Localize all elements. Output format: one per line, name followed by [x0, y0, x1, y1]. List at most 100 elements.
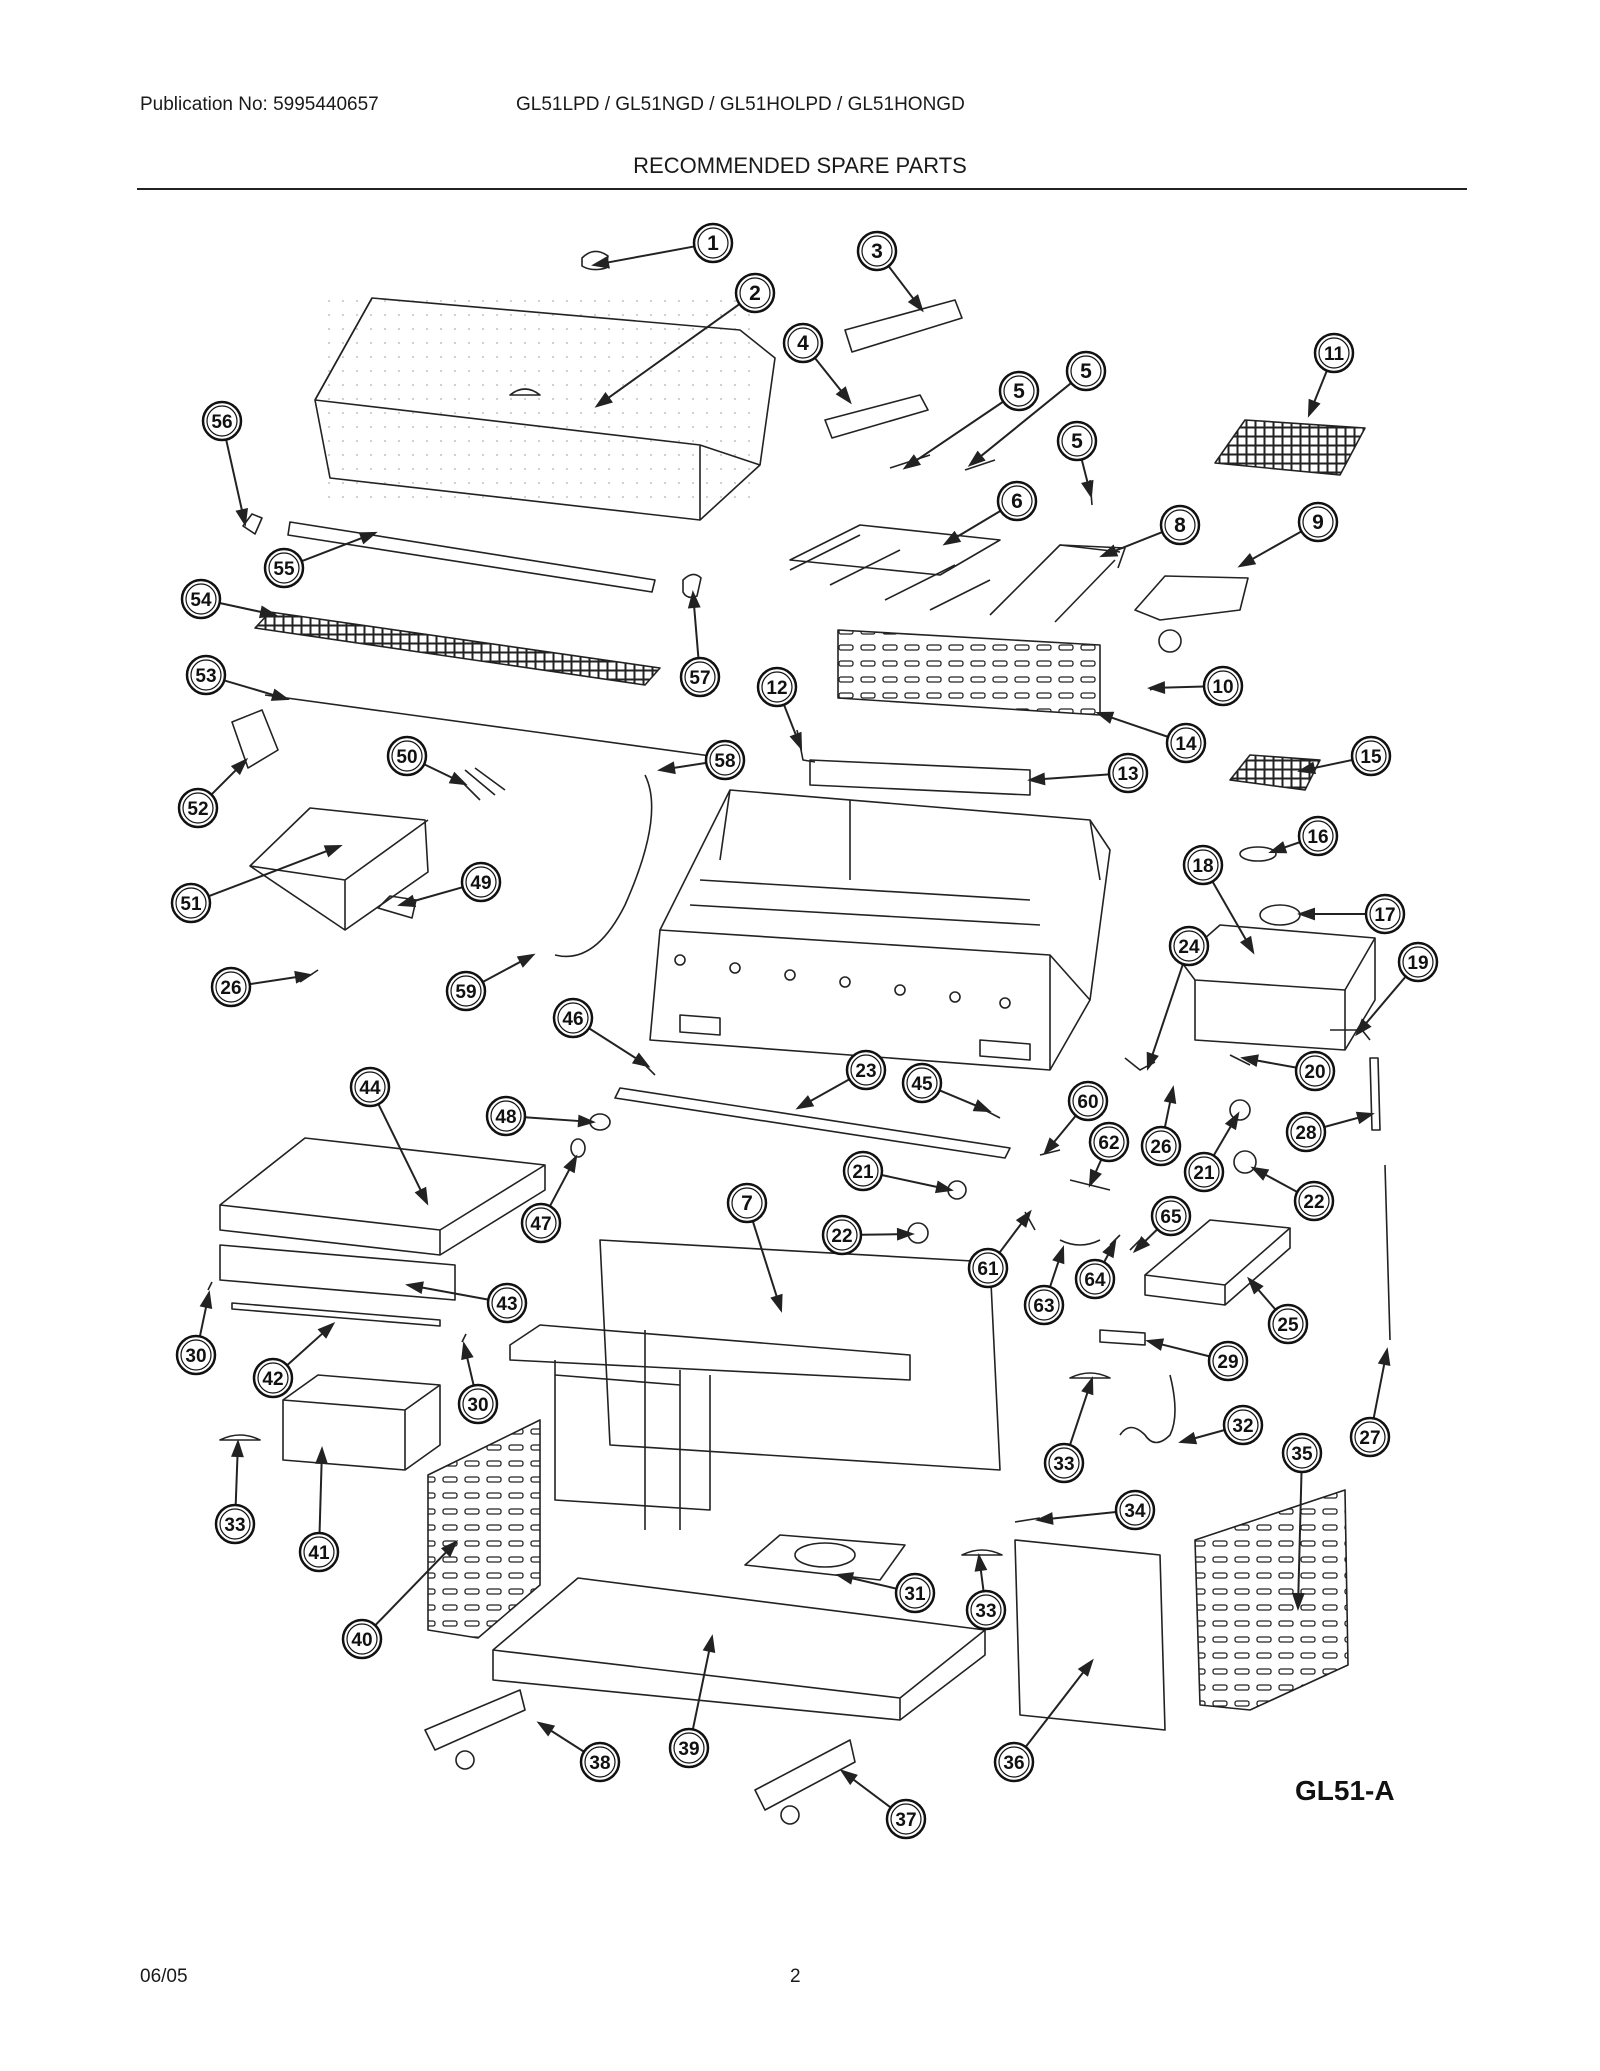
- leader-arrowhead: [1297, 761, 1317, 775]
- part-callout: 25: [1267, 1303, 1309, 1345]
- leader-arrowhead: [902, 454, 922, 470]
- part-callout: 26: [1140, 1125, 1182, 1167]
- leader-arrowhead: [1088, 1168, 1102, 1188]
- part-callout: 30: [175, 1334, 217, 1376]
- callout-number: 19: [1407, 953, 1428, 974]
- part-callout: 20: [1294, 1050, 1336, 1092]
- leader-arrowhead: [1081, 479, 1094, 499]
- callout-number: 50: [396, 747, 417, 768]
- part-side-burner-box: [1179, 924, 1376, 1051]
- callout-number: 12: [766, 678, 787, 699]
- leader-arrowhead: [974, 1553, 988, 1572]
- leader-line: [549, 1165, 573, 1207]
- callout-number: 62: [1098, 1133, 1119, 1154]
- callout-number: 51: [180, 894, 202, 915]
- callout-number: 42: [262, 1369, 283, 1390]
- part-cart-side-right: [1194, 1489, 1349, 1711]
- leader-line: [546, 1727, 585, 1753]
- leader-arrowhead: [405, 1281, 424, 1294]
- callout-number: 64: [1084, 1270, 1106, 1291]
- leader-line: [847, 1576, 897, 1590]
- part-callout: 23: [845, 1049, 887, 1091]
- callout-number: 58: [714, 751, 735, 772]
- leader-arrowhead: [687, 590, 701, 609]
- part-callout: 13: [1107, 752, 1149, 794]
- part-callout: 33: [1043, 1442, 1085, 1484]
- footer-page-number: 2: [790, 1966, 801, 1987]
- callout-number: 44: [359, 1078, 381, 1099]
- leader-line: [249, 975, 301, 986]
- callout-number: 37: [895, 1810, 916, 1831]
- leader-line: [603, 245, 695, 265]
- header-divider: [137, 188, 1467, 190]
- leader-line: [225, 439, 244, 515]
- leader-arrowhead: [835, 386, 852, 405]
- leader-line: [1254, 1285, 1277, 1311]
- part-callout: 11: [1313, 332, 1355, 374]
- part-callout: 64: [1074, 1258, 1116, 1300]
- part-callout: 48: [485, 1095, 527, 1137]
- leader-arrowhead: [942, 530, 962, 546]
- callout-number: 46: [562, 1009, 583, 1030]
- leader-line: [1261, 1171, 1298, 1193]
- part-callout: 24: [1168, 925, 1210, 967]
- leader-arrowhead: [1132, 1235, 1151, 1254]
- part-foot-33b: [219, 1434, 261, 1441]
- part-callout: 56: [201, 400, 243, 442]
- leader-line: [219, 602, 266, 614]
- leader-arrowhead: [258, 605, 278, 619]
- leader-line: [977, 382, 1072, 460]
- callout-number: 28: [1295, 1123, 1316, 1144]
- leader-line: [912, 400, 1004, 464]
- leader-arrowhead: [199, 1290, 213, 1309]
- part-callout: 51: [170, 882, 212, 924]
- leader-arrowhead: [1147, 681, 1166, 695]
- part-burner-pair: [989, 544, 1126, 623]
- part-electrode: [889, 454, 1093, 506]
- callout-number: 53: [195, 666, 216, 687]
- leader-line: [1150, 963, 1184, 1059]
- callout-number: 25: [1277, 1315, 1299, 1336]
- part-callout: 65: [1150, 1195, 1192, 1237]
- leader-arrowhead: [934, 1180, 954, 1194]
- callout-number: 45: [911, 1074, 933, 1095]
- leader-arrowhead: [414, 1186, 429, 1206]
- leader-arrowhead: [835, 1572, 855, 1585]
- leader-arrowhead: [789, 731, 803, 751]
- leader-arrowhead: [536, 1721, 556, 1737]
- part-callout: 57: [679, 656, 721, 698]
- callout-number: 30: [467, 1395, 488, 1416]
- part-callout: 33: [214, 1503, 256, 1545]
- leader-line: [286, 1329, 327, 1367]
- part-callout: 54: [180, 578, 222, 620]
- part-burner-gasket: [1239, 846, 1277, 862]
- callout-number: 55: [273, 559, 295, 580]
- callout-number: 30: [185, 1346, 206, 1367]
- part-hood: [314, 297, 776, 521]
- leader-arrowhead: [1081, 1376, 1094, 1396]
- leader-line: [604, 303, 741, 401]
- callout-number: 39: [678, 1739, 699, 1760]
- leader-arrowhead: [358, 531, 378, 545]
- leader-line: [1324, 1115, 1363, 1128]
- leader-line: [423, 763, 457, 781]
- leader-line: [1024, 1668, 1087, 1748]
- model-numbers: GL51LPD / GL51NGD / GL51HOLPD / GL51HONG…: [516, 94, 965, 115]
- callout-number: 4: [797, 332, 809, 355]
- part-callout: 46: [552, 997, 594, 1039]
- callout-number: 6: [1011, 490, 1023, 513]
- part-cable: [1384, 1164, 1391, 1341]
- callout-number: 10: [1212, 677, 1233, 698]
- leader-line: [806, 1078, 850, 1104]
- leader-arrowhead: [1224, 1111, 1240, 1131]
- part-callout: 31: [894, 1572, 936, 1614]
- leader-arrowhead: [563, 1154, 578, 1174]
- part-callout: 55: [263, 547, 305, 589]
- leader-arrowhead: [1027, 772, 1046, 786]
- leader-arrowhead: [230, 757, 249, 776]
- leader-arrowhead: [770, 1293, 783, 1313]
- part-callout: 40: [341, 1618, 383, 1660]
- leader-arrowhead: [1268, 841, 1288, 854]
- part-foot-33a: [1069, 1372, 1111, 1379]
- part-callout: 16: [1297, 815, 1339, 857]
